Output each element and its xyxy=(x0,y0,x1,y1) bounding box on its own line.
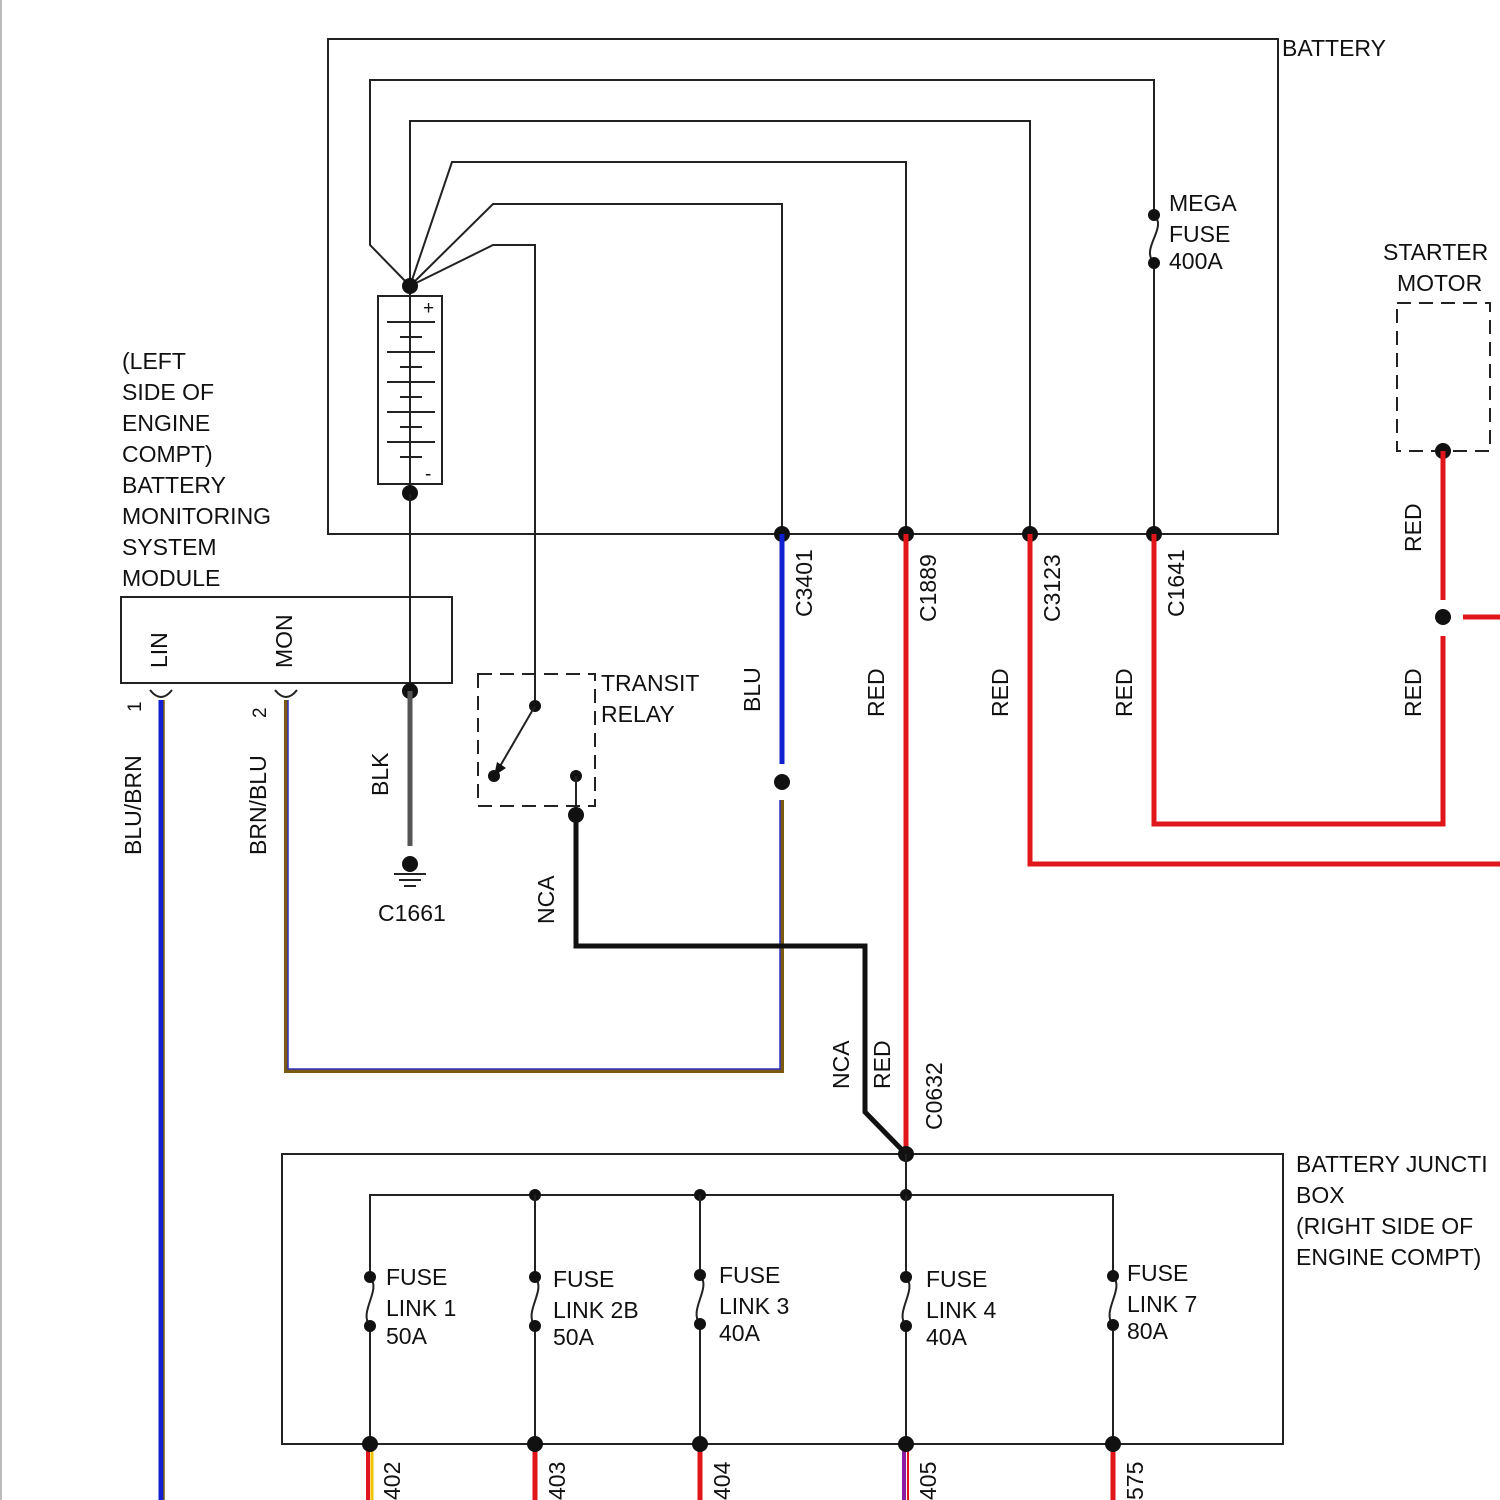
svg-text:RELAY: RELAY xyxy=(601,701,675,727)
svg-text:ENGINE: ENGINE xyxy=(122,410,210,436)
svg-text:BATTERY JUNCTI: BATTERY JUNCTI xyxy=(1296,1151,1488,1177)
red-wires xyxy=(906,451,1500,1154)
svg-text:FUSE: FUSE xyxy=(553,1266,614,1292)
svg-text:LINK 7: LINK 7 xyxy=(1127,1291,1197,1317)
connector-c0632: C0632 xyxy=(921,1062,947,1130)
svg-text:FUSE: FUSE xyxy=(1127,1260,1188,1286)
svg-text:LINK 1: LINK 1 xyxy=(386,1295,456,1321)
wire-label-brn-blu: BRN/BLU xyxy=(245,755,271,855)
wire-label-blu: BLU xyxy=(739,667,765,712)
wire-label-blk: BLK xyxy=(367,752,393,796)
fuse-link-7-symbol: FUSE LINK 7 80A xyxy=(1103,1260,1197,1344)
svg-text:FUSE: FUSE xyxy=(719,1262,780,1288)
svg-text:MOTOR: MOTOR xyxy=(1397,270,1482,296)
mega-fuse-symbol xyxy=(1150,215,1158,263)
svg-text:MONITORING: MONITORING xyxy=(122,503,271,529)
wire-label-red-starter-top: RED xyxy=(1400,503,1426,552)
svg-text:BOX: BOX xyxy=(1296,1182,1345,1208)
battery-junction-box: BATTERY JUNCTI BOX (RIGHT SIDE OF ENGINE… xyxy=(282,1146,1488,1444)
svg-text:SIDE OF: SIDE OF xyxy=(122,379,214,405)
wire-label-nca-splice: NCA xyxy=(828,1040,854,1089)
connector-402: 402 xyxy=(379,1462,405,1500)
mega-fuse-label: MEGA xyxy=(1169,190,1237,216)
svg-text:ENGINE COMPT): ENGINE COMPT) xyxy=(1296,1244,1481,1270)
connector-c1641: C1641 xyxy=(1163,549,1189,617)
connector-575: 575 xyxy=(1122,1462,1148,1500)
wire-label-blu-brn: BLU/BRN xyxy=(120,755,146,855)
svg-text:40A: 40A xyxy=(926,1324,968,1350)
wire-label-red-c1889: RED xyxy=(863,668,889,717)
svg-text:MODULE: MODULE xyxy=(122,565,220,591)
connector-404: 404 xyxy=(709,1461,735,1500)
battery-plus: + xyxy=(423,298,434,319)
fuse-link-1-symbol: FUSE LINK 1 50A xyxy=(360,1264,456,1349)
svg-text:(LEFT: (LEFT xyxy=(122,348,186,374)
svg-text:50A: 50A xyxy=(386,1323,428,1349)
fuse-link-2b-symbol: FUSE LINK 2B 50A xyxy=(525,1266,639,1350)
svg-text:BATTERY: BATTERY xyxy=(122,472,226,498)
wire-label-red-c1641: RED xyxy=(1111,668,1137,717)
transit-relay: TRANSIT RELAY xyxy=(478,670,699,823)
svg-text:LINK 2B: LINK 2B xyxy=(553,1297,639,1323)
wire-label-red-starter-bottom: RED xyxy=(1400,668,1426,717)
connector-c3401: C3401 xyxy=(791,549,817,617)
wire-label-red-c3123: RED xyxy=(987,668,1013,717)
connector-c1889: C1889 xyxy=(915,554,941,622)
connector-c1661: C1661 xyxy=(378,900,446,926)
terminal-lin: LIN xyxy=(146,632,172,668)
fuse-link-3-symbol: FUSE LINK 3 40A xyxy=(690,1262,789,1346)
fuse-link-4-symbol: FUSE LINK 4 40A xyxy=(896,1266,997,1350)
starter-motor: STARTER MOTOR xyxy=(1383,239,1490,459)
svg-text:FUSE: FUSE xyxy=(926,1266,987,1292)
connector-c3123: C3123 xyxy=(1039,554,1065,622)
ground-icon xyxy=(394,856,426,886)
svg-text:(RIGHT SIDE OF: (RIGHT SIDE OF xyxy=(1296,1213,1473,1239)
svg-text:FUSE: FUSE xyxy=(1169,221,1230,247)
svg-text:COMPT): COMPT) xyxy=(122,441,213,467)
svg-text:400A: 400A xyxy=(1169,248,1223,274)
svg-text:LINK 3: LINK 3 xyxy=(719,1293,789,1319)
wire-label-red-splice: RED xyxy=(869,1040,895,1089)
svg-text:FUSE: FUSE xyxy=(386,1264,447,1290)
connector-403: 403 xyxy=(544,1462,570,1500)
svg-text:TRANSIT: TRANSIT xyxy=(601,670,699,696)
svg-text:STARTER: STARTER xyxy=(1383,239,1488,265)
battery-label: BATTERY xyxy=(1282,35,1386,61)
svg-text:50A: 50A xyxy=(553,1324,595,1350)
battery-minus: - xyxy=(425,464,431,485)
svg-text:40A: 40A xyxy=(719,1320,761,1346)
pin-1: 1 xyxy=(125,701,146,712)
svg-text:LINK 4: LINK 4 xyxy=(926,1297,997,1323)
battery-box: BATTERY MEGA FUSE 400A + - xyxy=(328,35,1386,706)
svg-text:80A: 80A xyxy=(1127,1318,1169,1344)
pin-2: 2 xyxy=(250,707,271,718)
svg-text:SYSTEM: SYSTEM xyxy=(122,534,217,560)
output-wires xyxy=(362,1436,1121,1500)
wire-label-nca-relay: NCA xyxy=(533,875,559,924)
terminal-mon: MON xyxy=(271,614,297,668)
connector-405: 405 xyxy=(915,1462,941,1500)
